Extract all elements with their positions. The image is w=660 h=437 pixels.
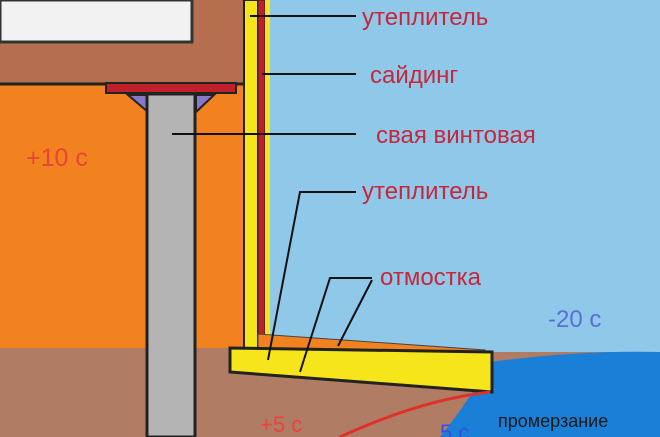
temp-ground: +5 с — [260, 412, 303, 437]
house-interior — [0, 84, 244, 348]
leader-blind-area — [299, 277, 372, 373]
label-insulation-top: утеплитель — [362, 4, 489, 31]
label-siding: сайдинг — [370, 62, 459, 89]
blind-area-insulation — [228, 346, 494, 394]
temp-inside: +10 с — [26, 144, 88, 172]
siding-layer — [257, 0, 266, 341]
label-screw-pile: свая винтовая — [376, 122, 536, 149]
freezing-line — [339, 390, 491, 437]
label-freezing: промерзание — [498, 411, 609, 431]
leader-blind-area-2 — [337, 279, 373, 347]
wall-insulation — [243, 0, 259, 349]
temp-deep: 5 с — [440, 420, 470, 437]
window — [0, 0, 194, 44]
label-blind-area: отмостка — [380, 264, 482, 291]
label-insulation-bottom: утеплитель — [362, 178, 489, 205]
frozen-zone — [440, 351, 660, 437]
temp-outside: -20 с — [548, 306, 602, 333]
pile-cap — [105, 82, 237, 94]
screw-pile — [145, 92, 197, 437]
leader-insulation-bottom — [267, 191, 356, 361]
outer-insulation-strip — [265, 0, 270, 340]
